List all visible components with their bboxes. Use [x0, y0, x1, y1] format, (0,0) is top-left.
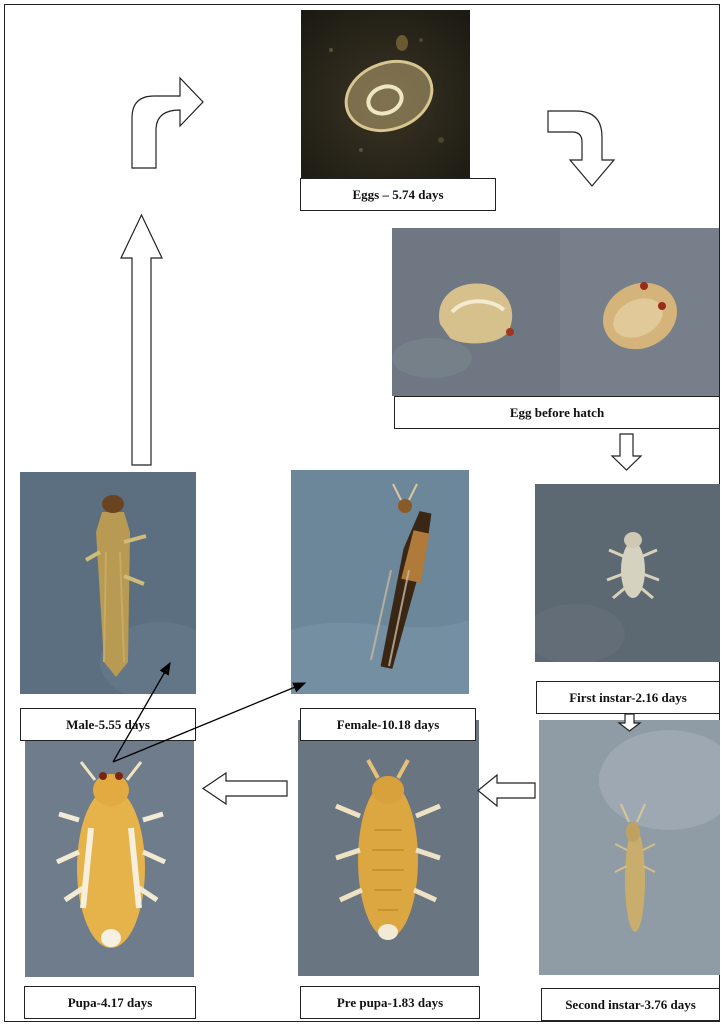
left-arrow-1 [478, 775, 535, 806]
curved-right-down-arrow [548, 111, 614, 186]
curved-up-right-arrow [132, 78, 203, 168]
left-arrow-2 [203, 773, 287, 804]
pupa-to-female-arrow [113, 683, 305, 762]
pupa-to-male-arrow [113, 663, 170, 762]
up-arrow [121, 215, 162, 465]
down-arrow-tiny [619, 714, 640, 731]
down-arrow-small [612, 434, 641, 470]
